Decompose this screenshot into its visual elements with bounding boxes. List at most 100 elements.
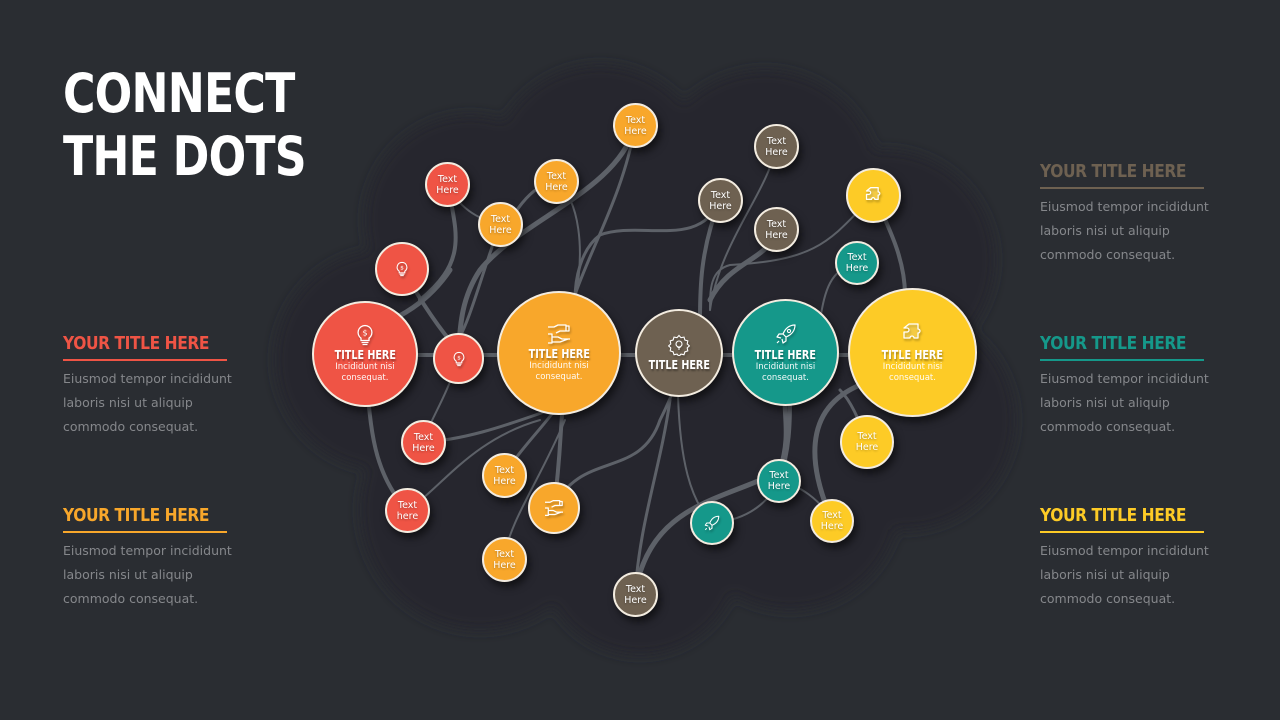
node-title: TITLE HERE (754, 347, 817, 362)
rocket-icon (704, 515, 720, 531)
panel-divider (63, 359, 227, 361)
node-text-line: Text (822, 510, 842, 521)
hands-exchange-icon (545, 500, 563, 516)
panel-title: YOUR TITLE HERE (1040, 505, 1186, 526)
node-title: TITLE HERE (528, 347, 590, 361)
node-text-line: Here (767, 481, 791, 492)
node-subtitle: Incididunt nisi consequat. (335, 362, 395, 383)
node-text-line: Here (855, 442, 879, 453)
text-node-yellow-low1[interactable]: Text Here (840, 415, 894, 469)
text-node-red-top[interactable]: Text Here (425, 162, 470, 207)
svg-text:$: $ (362, 329, 367, 338)
node-text-line: Text (766, 135, 787, 147)
node-title: TITLE HERE (334, 348, 396, 362)
slide-title: CONNECT THE DOTS (63, 62, 307, 188)
node-text-line: Text (766, 218, 787, 230)
main-node-red[interactable]: $ TITLE HERE Incididunt nisi consequat. (312, 301, 418, 407)
icon-node-red-top[interactable]: $ (375, 242, 429, 296)
icon-node-yellow[interactable] (846, 168, 901, 223)
panel-title: YOUR TITLE HERE (63, 333, 209, 354)
node-text-line: Here (489, 224, 512, 236)
panel-divider (1040, 359, 1204, 361)
panel-text: Eiusmod tempor incididunt laboris nisi u… (1040, 199, 1209, 262)
node-text-line: Here (765, 146, 788, 158)
lightbulb-dollar-icon: $ (396, 261, 408, 277)
right-panel-brown: YOUR TITLE HERE Eiusmod tempor incididun… (1040, 161, 1210, 267)
node-text-line: Here (845, 263, 869, 274)
text-node-teal-right[interactable]: Text Here (835, 241, 879, 285)
text-node-teal-low[interactable]: Text Here (757, 459, 801, 503)
panel-text: Eiusmod tempor incididunt laboris nisi u… (1040, 543, 1209, 606)
text-node-yellow-low2[interactable]: Text Here (810, 499, 854, 543)
text-node-red-low2[interactable]: Text here (385, 488, 430, 533)
panel-title: YOUR TITLE HERE (1040, 161, 1186, 182)
lightbulb-dollar-icon: $ (453, 351, 464, 366)
node-text-line: Text (847, 252, 867, 263)
node-text-line: Here (624, 125, 647, 137)
node-text-line: Here (624, 594, 647, 606)
text-node-brown-bottom[interactable]: Text Here (613, 572, 658, 617)
panel-divider (1040, 531, 1204, 533)
node-text-line: Text (413, 431, 434, 443)
node-text-line: Text (625, 583, 646, 595)
text-node-orange-top1[interactable]: Text Here (613, 103, 658, 148)
main-node-teal[interactable]: TITLE HERE Incididunt nisi consequat. (732, 299, 839, 406)
icon-node-red-mid[interactable]: $ (433, 333, 484, 384)
svg-text:$: $ (457, 355, 461, 361)
main-node-orange[interactable]: TITLE HERE Incididunt nisi consequat. (497, 291, 621, 415)
connectors (362, 122, 914, 597)
main-node-brown[interactable]: TITLE HERE (635, 309, 723, 397)
panel-text: Eiusmod tempor incididunt laboris nisi u… (63, 371, 232, 434)
panel-divider (1040, 187, 1204, 189)
node-text-line: Text (857, 431, 877, 442)
left-panel-red: YOUR TITLE HERE Eiusmod tempor incididun… (63, 333, 233, 439)
node-text-line: Text (769, 470, 789, 481)
icon-node-teal[interactable] (690, 501, 734, 545)
node-text-line: Text (490, 213, 511, 225)
node-text-line: Here (545, 181, 568, 193)
panel-text: Eiusmod tempor incididunt laboris nisi u… (1040, 371, 1209, 434)
panel-title: YOUR TITLE HERE (63, 505, 209, 526)
main-node-yellow[interactable]: TITLE HERE Incididunt nisi consequat. (848, 288, 977, 417)
node-text-line: Text (494, 548, 515, 560)
text-node-orange-top3[interactable]: Text Here (478, 202, 523, 247)
node-text-line: here (396, 510, 419, 522)
rocket-icon (775, 323, 796, 344)
text-node-orange-top2[interactable]: Text Here (534, 159, 579, 204)
hands-exchange-icon (548, 324, 570, 344)
lightbulb-dollar-icon: $ (357, 324, 373, 346)
node-text-line: Here (493, 475, 516, 487)
node-text-line: Here (436, 184, 459, 196)
node-text-line: Here (412, 442, 435, 454)
node-title: TITLE HERE (881, 347, 944, 362)
panel-text: Eiusmod tempor incididunt laboris nisi u… (63, 543, 232, 606)
node-subtitle: Incididunt nisi consequat. (882, 361, 943, 383)
text-node-brown-top2[interactable]: Text Here (698, 178, 743, 223)
icon-node-orange[interactable] (528, 482, 580, 534)
right-panel-teal: YOUR TITLE HERE Eiusmod tempor incididun… (1040, 333, 1210, 439)
panel-divider (63, 531, 227, 533)
svg-text:$: $ (400, 265, 404, 271)
node-text-line: Text (437, 173, 458, 185)
text-node-red-low1[interactable]: Text Here (401, 420, 446, 465)
node-text-line: Text (625, 114, 646, 126)
right-panel-yellow: YOUR TITLE HERE Eiusmod tempor incididun… (1040, 505, 1210, 611)
left-panel-orange: YOUR TITLE HERE Eiusmod tempor incididun… (63, 505, 233, 611)
node-text-line: Text (494, 464, 515, 476)
text-node-orange-low2[interactable]: Text Here (482, 537, 527, 582)
text-node-brown-top1[interactable]: Text Here (754, 124, 799, 169)
node-text-line: Here (820, 521, 844, 532)
slide-title-line-2: THE DOTS (63, 125, 307, 188)
node-text-line: Text (710, 189, 731, 201)
gear-lightbulb-icon (668, 334, 690, 356)
puzzle-icon (865, 186, 880, 200)
text-node-brown-top3[interactable]: Text Here (754, 207, 799, 252)
node-title: TITLE HERE (648, 358, 710, 372)
panel-title: YOUR TITLE HERE (1040, 333, 1186, 354)
node-text-line: Here (765, 229, 788, 241)
node-text-line: Here (493, 559, 516, 571)
node-text-line: Text (397, 499, 418, 511)
puzzle-icon (902, 322, 921, 339)
text-node-orange-low1[interactable]: Text Here (482, 453, 527, 498)
node-subtitle: Incididunt nisi consequat. (529, 361, 589, 382)
